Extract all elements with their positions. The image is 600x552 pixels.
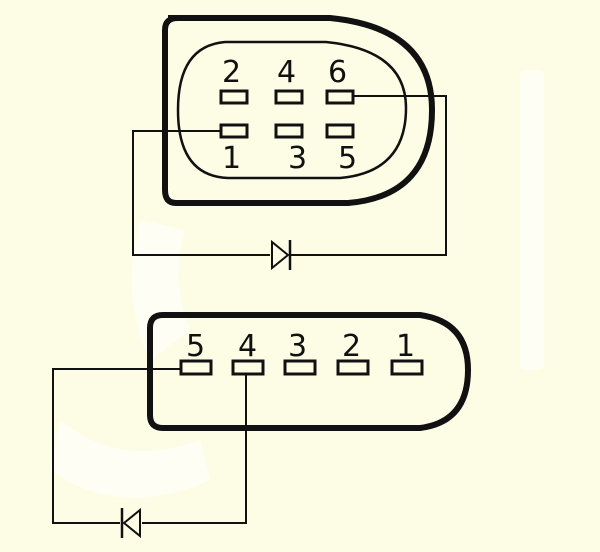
top-circuit	[132, 95, 447, 271]
connector-top: 2 4 6 1 3 5	[162, 15, 436, 206]
wire-pin-b4	[142, 374, 247, 524]
pin-b1	[390, 359, 424, 376]
pin-label-b3: 3	[288, 329, 307, 364]
pin-b5	[179, 359, 213, 376]
pin-3	[274, 123, 304, 139]
diode-top	[271, 239, 292, 271]
pin-label-b2: 2	[342, 329, 361, 364]
wire-pin1	[132, 130, 270, 256]
connector-top-housing	[162, 15, 436, 206]
pin-6	[325, 89, 355, 105]
connector-bottom-housing	[147, 312, 472, 431]
connector-bottom: 5 4 3 2 1	[147, 312, 472, 431]
pin-label-2: 2	[222, 55, 241, 90]
connector-top-inner-outline	[176, 40, 408, 180]
pin-label-b5: 5	[186, 329, 205, 364]
pin-label-1: 1	[222, 141, 241, 176]
pin-4	[274, 89, 304, 105]
pin-label-b4: 4	[238, 329, 257, 364]
pin-label-4: 4	[277, 55, 296, 90]
pin-label-6: 6	[328, 55, 347, 90]
pin-b4	[231, 359, 265, 376]
wire-pin-b5	[52, 368, 181, 524]
bottom-circuit	[52, 368, 247, 539]
pin-5	[325, 123, 355, 139]
watermark	[50, 70, 544, 498]
pin-label-5: 5	[338, 141, 357, 176]
diode-bottom	[120, 507, 141, 539]
pin-label-b1: 1	[396, 329, 415, 364]
pin-label-3: 3	[288, 141, 307, 176]
wire-pin6	[290, 95, 447, 256]
pin-b3	[283, 359, 317, 376]
pin-1	[219, 123, 249, 139]
pin-b2	[336, 359, 370, 376]
pin-2	[219, 89, 249, 105]
